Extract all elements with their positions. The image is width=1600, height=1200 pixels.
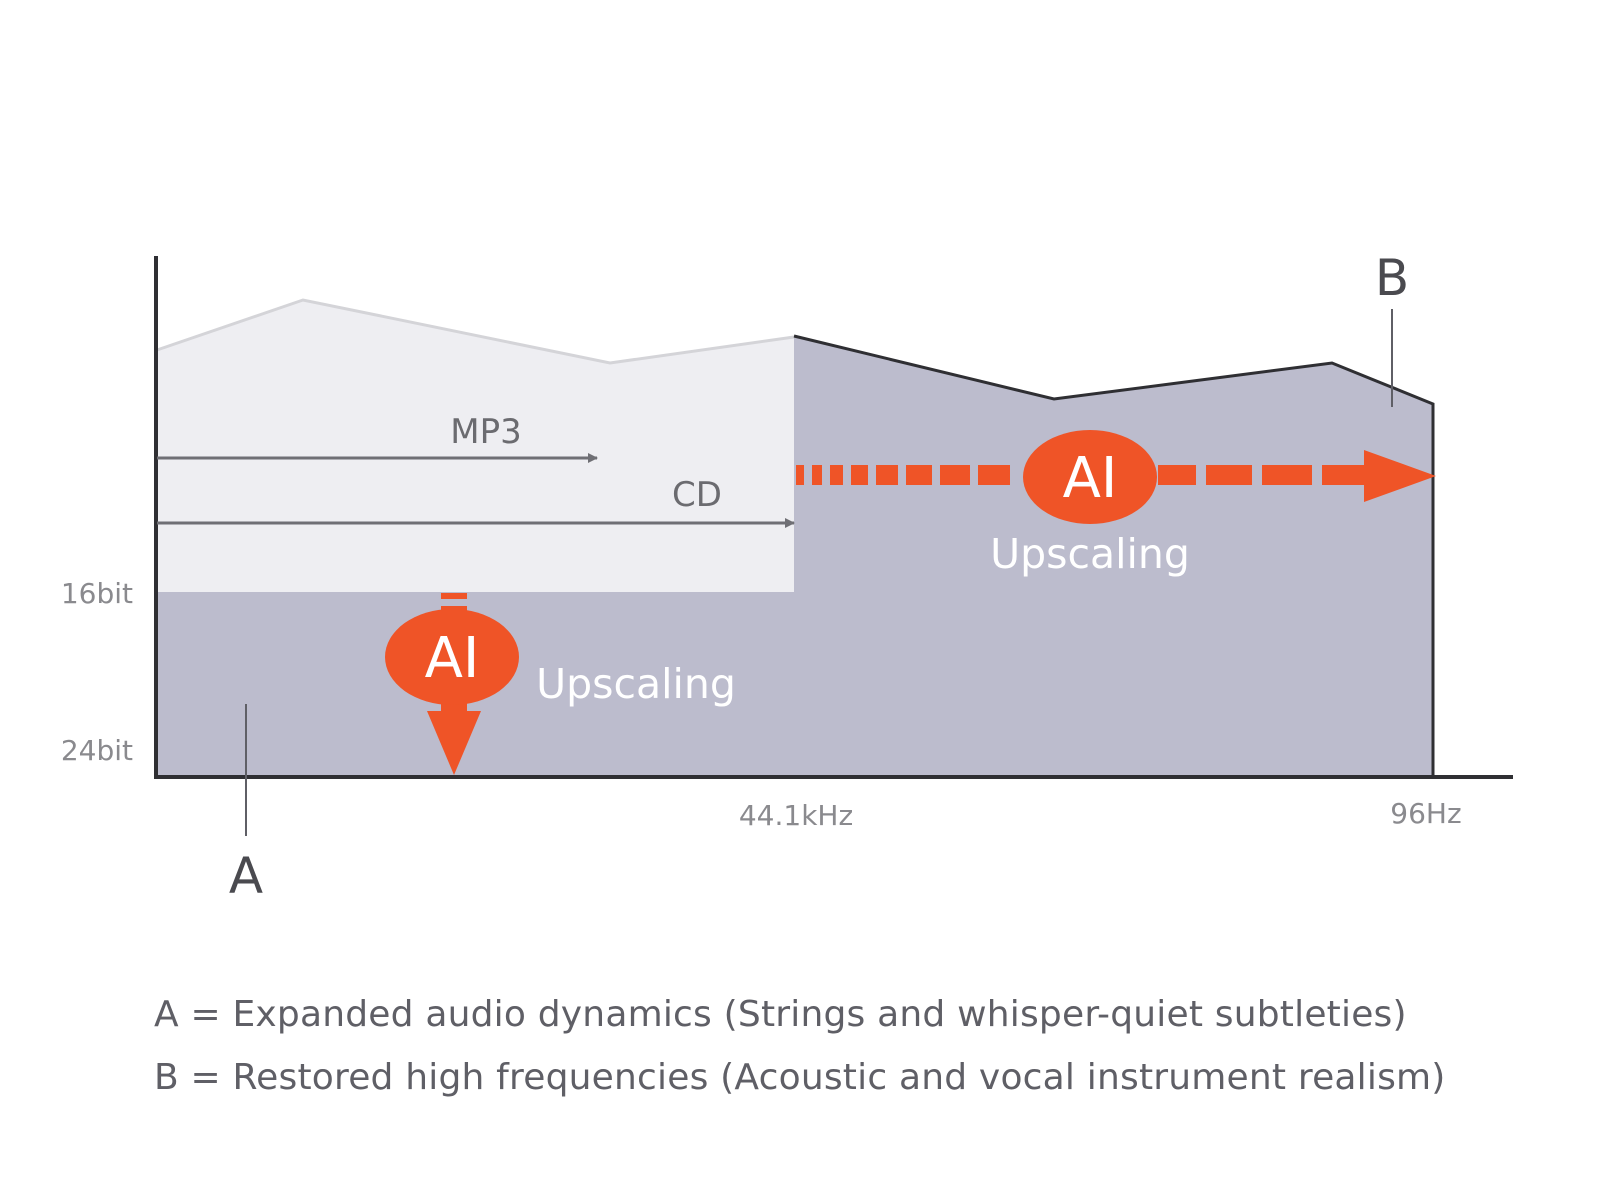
y-label-16bit: 16bit bbox=[61, 577, 133, 610]
original-outline bbox=[156, 298, 795, 365]
marker-b: B bbox=[1375, 249, 1409, 307]
frequency-upscaling-arrow bbox=[796, 450, 1436, 502]
marker-a: A bbox=[229, 847, 263, 905]
original-area bbox=[157, 300, 794, 592]
ai-badge-frequency-title: AI bbox=[1063, 446, 1118, 511]
ai-badge-bitdepth-subtitle: Upscaling bbox=[536, 660, 736, 708]
y-label-24bit: 24bit bbox=[61, 734, 133, 767]
ai-badge-frequency-subtitle: Upscaling bbox=[990, 530, 1190, 578]
upscaled-outline bbox=[793, 334, 1435, 775]
mp3-label: MP3 bbox=[450, 412, 521, 452]
x-label-96hz: 96Hz bbox=[1390, 797, 1461, 830]
ai-badge-bitdepth-title: AI bbox=[425, 626, 480, 691]
x-label-44khz: 44.1kHz bbox=[739, 799, 853, 832]
legend-line-a: A = Expanded audio dynamics (Strings and… bbox=[154, 994, 1407, 1035]
ai-badge-bitdepth bbox=[385, 609, 519, 705]
legend-line-b: B = Restored high frequencies (Acoustic … bbox=[154, 1057, 1446, 1098]
ai-badge-frequency bbox=[1023, 430, 1157, 524]
cd-label: CD bbox=[672, 475, 722, 515]
